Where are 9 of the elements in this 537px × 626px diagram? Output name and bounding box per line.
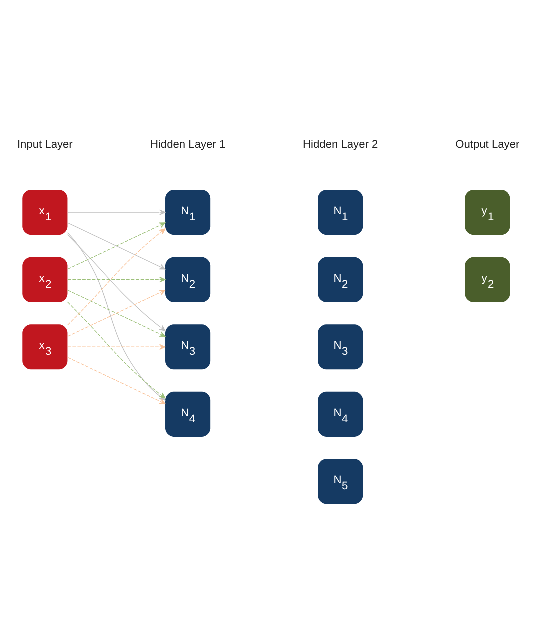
- label: Hidden Layer 2: [303, 138, 378, 150]
- arrow: [67, 301, 166, 398]
- label: Hidden Layer 1: [150, 138, 226, 150]
- label: Output Layer: [456, 138, 520, 150]
- arrow: [68, 209, 166, 215]
- label: Input Layer: [17, 138, 73, 150]
- arrow: [68, 344, 166, 350]
- arrow: [68, 276, 166, 282]
- arrow: [68, 222, 166, 270]
